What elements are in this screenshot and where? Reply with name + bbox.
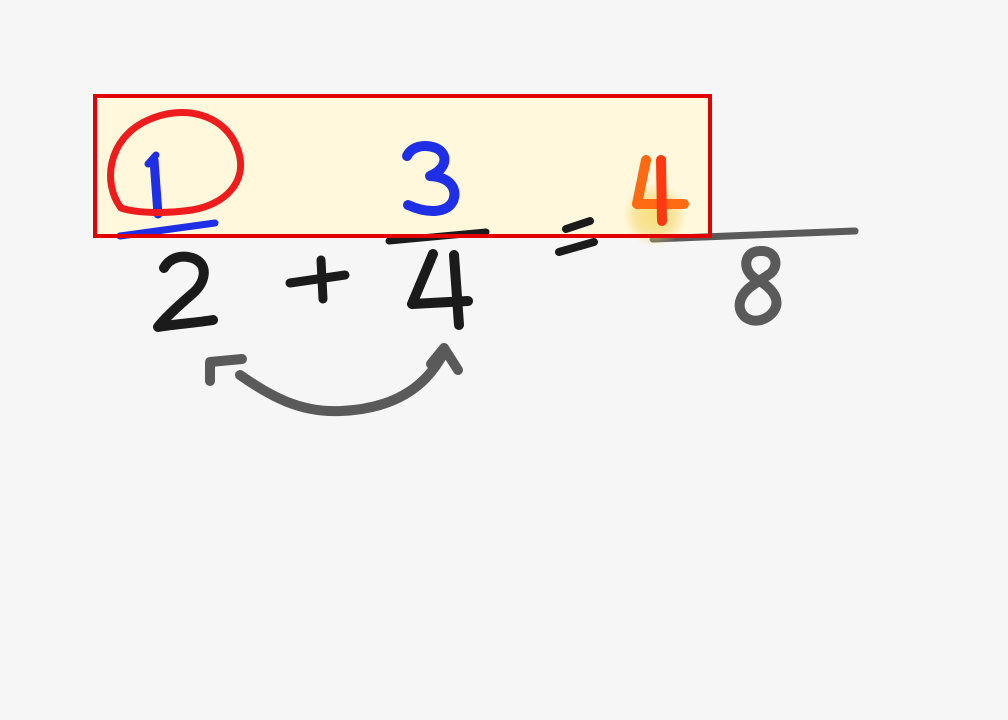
numerator-three	[402, 141, 460, 216]
highlight-box-fill	[95, 96, 710, 236]
denominator-eight	[734, 246, 782, 326]
denominator-four	[407, 249, 473, 330]
circle-annotation	[107, 109, 245, 216]
highlight-rectangle	[93, 94, 712, 238]
numerator-four	[632, 155, 689, 226]
numerator-one	[144, 151, 163, 219]
plus-sign	[285, 255, 350, 304]
equals-sign	[555, 217, 598, 256]
fraction-bar-1	[116, 219, 219, 240]
denominator-two	[153, 251, 218, 332]
curved-arrow-icon	[205, 343, 463, 417]
